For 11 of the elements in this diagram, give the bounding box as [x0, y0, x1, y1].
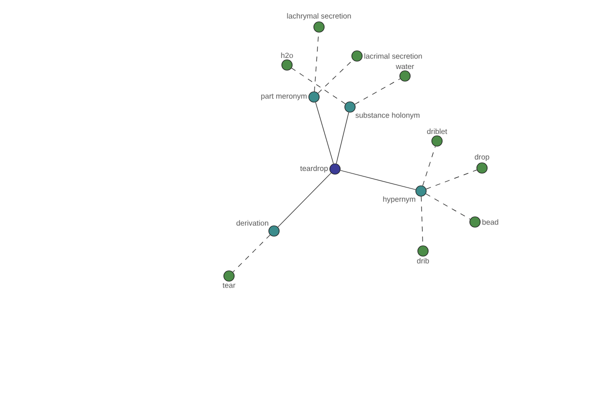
connector-line	[426, 170, 478, 190]
connector-line	[315, 102, 334, 164]
connector-line	[422, 146, 436, 186]
connector-line	[318, 60, 354, 94]
connector-line	[336, 112, 349, 164]
connector-line	[426, 193, 470, 220]
connector-line	[232, 234, 270, 272]
connector-line	[278, 172, 332, 228]
connector-line	[354, 78, 400, 105]
connector-line	[340, 170, 416, 190]
connector-line	[291, 68, 346, 104]
